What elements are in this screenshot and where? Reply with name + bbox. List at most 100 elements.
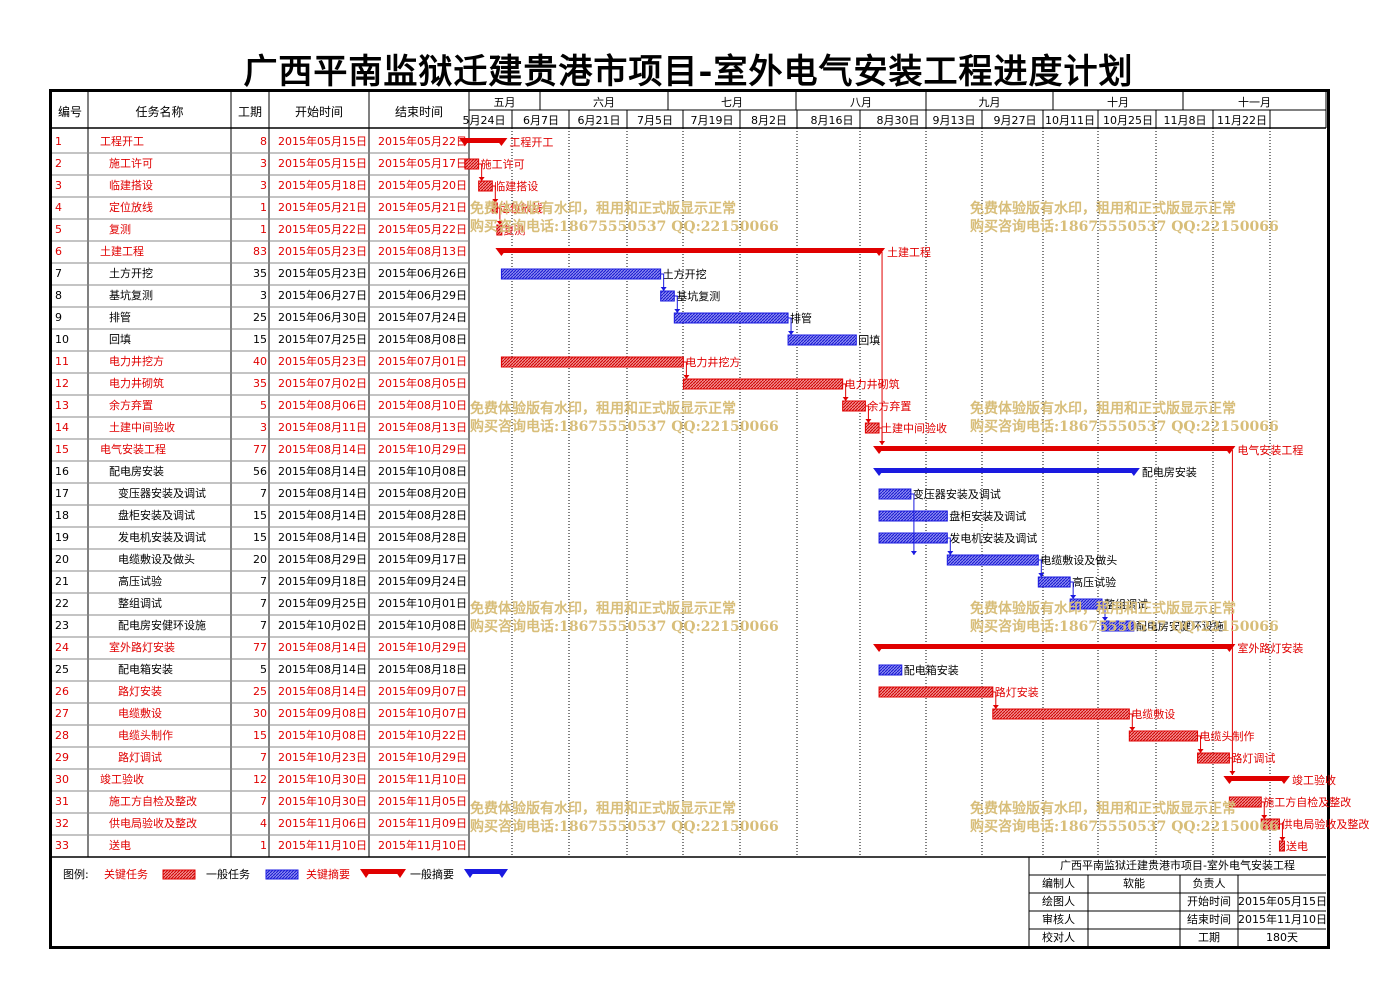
task-name: 施工方自检及整改 bbox=[109, 795, 197, 808]
arrow-head bbox=[992, 705, 999, 709]
critical-summary-bar-cap bbox=[495, 248, 508, 256]
task-duration: 3 bbox=[260, 179, 267, 192]
task-id: 10 bbox=[55, 333, 69, 346]
task-duration: 5 bbox=[260, 399, 267, 412]
week-label: 10月11日 bbox=[1045, 114, 1095, 127]
critical-summary-bar-cap bbox=[873, 644, 886, 652]
task-name: 电缆敷设及做头 bbox=[118, 553, 195, 566]
task-start: 2015年11月06日 bbox=[278, 817, 367, 830]
task-end: 2015年08月20日 bbox=[378, 487, 467, 500]
critical-summary-bar-cap bbox=[495, 138, 508, 146]
critical-summary-bar-cap bbox=[873, 446, 886, 454]
task-end: 2015年08月10日 bbox=[378, 399, 467, 412]
task-id: 11 bbox=[55, 355, 69, 368]
task-duration: 15 bbox=[253, 729, 267, 742]
bar-label: 定位放线 bbox=[499, 201, 543, 215]
task-duration: 77 bbox=[253, 641, 267, 654]
bar-label: 电缆头制作 bbox=[1200, 730, 1255, 743]
week-label: 9月27日 bbox=[993, 114, 1037, 127]
info-key: 校对人 bbox=[1042, 931, 1075, 944]
legend-label: 图例: bbox=[63, 868, 89, 881]
critical-summary-bar-cap bbox=[459, 138, 471, 146]
normal-summary-bar bbox=[879, 468, 1134, 473]
task-start: 2015年07月02日 bbox=[278, 377, 367, 390]
task-name: 供电局验收及整改 bbox=[109, 817, 197, 830]
task-duration: 8 bbox=[260, 135, 267, 148]
task-duration: 12 bbox=[253, 773, 267, 786]
task-name: 基坑复测 bbox=[109, 289, 153, 302]
task-end: 2015年09月24日 bbox=[378, 575, 467, 588]
task-start: 2015年07月25日 bbox=[278, 333, 367, 346]
critical-task-bar bbox=[1228, 796, 1262, 808]
task-id: 2 bbox=[55, 157, 62, 170]
task-duration: 7 bbox=[260, 619, 267, 632]
legend-critical-task-swatch bbox=[162, 869, 196, 880]
bar-label: 盘柜安装及调试 bbox=[949, 509, 1026, 523]
task-start: 2015年09月08日 bbox=[278, 707, 367, 720]
task-start: 2015年08月14日 bbox=[278, 465, 367, 478]
week-label: 9月13日 bbox=[932, 114, 976, 127]
info-project-name: 广西平南监狱迁建贵港市项目-室外电气安装工程 bbox=[1060, 859, 1295, 872]
week-label: 10月25日 bbox=[1103, 114, 1153, 127]
bar-label: 电力井挖方 bbox=[685, 355, 740, 369]
dependency-arrow bbox=[1102, 603, 1106, 621]
page-title: 广西平南监狱迁建贵港市项目-室外电气安装工程进度计划 bbox=[243, 52, 1134, 92]
task-duration: 25 bbox=[253, 685, 267, 698]
task-start: 2015年06月27日 bbox=[278, 289, 367, 302]
bar-label: 整组调试 bbox=[1104, 597, 1148, 611]
task-id: 33 bbox=[55, 839, 69, 852]
task-duration: 83 bbox=[253, 245, 267, 258]
task-start: 2015年08月14日 bbox=[278, 509, 367, 522]
task-end: 2015年05月17日 bbox=[378, 157, 467, 170]
task-end: 2015年08月13日 bbox=[378, 421, 467, 434]
legend-critical-summary-swatch bbox=[364, 869, 402, 874]
task-name: 室外路灯安装 bbox=[109, 641, 175, 654]
dependency-arrow bbox=[947, 537, 951, 555]
task-id: 17 bbox=[55, 487, 69, 500]
bar-label: 余方弃置 bbox=[867, 399, 911, 413]
task-id: 31 bbox=[55, 795, 69, 808]
critical-summary-bar bbox=[879, 644, 1230, 649]
task-name: 土建中间验收 bbox=[109, 421, 175, 434]
task-id: 25 bbox=[55, 663, 69, 676]
week-label: 11月22日 bbox=[1217, 114, 1267, 127]
task-duration: 3 bbox=[260, 421, 267, 434]
info-value: 2015年11月10日 bbox=[1238, 913, 1326, 926]
dependency-arrow bbox=[1038, 559, 1042, 577]
critical-task-bar bbox=[1128, 730, 1199, 742]
task-start: 2015年05月15日 bbox=[278, 135, 367, 148]
task-start: 2015年05月18日 bbox=[278, 179, 367, 192]
task-start: 2015年05月22日 bbox=[278, 223, 367, 236]
task-start: 2015年08月14日 bbox=[278, 531, 367, 544]
week-label: 8月30日 bbox=[876, 114, 920, 127]
normal-task-bar bbox=[878, 510, 948, 522]
dependency-arrow bbox=[992, 691, 997, 709]
task-start: 2015年08月14日 bbox=[278, 487, 367, 500]
week-label: 6月21日 bbox=[577, 114, 621, 127]
task-name: 路灯安装 bbox=[118, 685, 162, 698]
dependency-arrow bbox=[788, 317, 792, 335]
task-id: 7 bbox=[55, 267, 62, 280]
week-label: 7月5日 bbox=[637, 114, 673, 127]
bar-label: 路灯调试 bbox=[1231, 752, 1275, 765]
arrow-head bbox=[788, 331, 795, 335]
task-id: 5 bbox=[55, 223, 62, 236]
bar-label: 室外路灯安装 bbox=[1237, 641, 1303, 655]
task-duration: 1 bbox=[260, 223, 267, 236]
task-id: 12 bbox=[55, 377, 69, 390]
task-name: 余方弃置 bbox=[109, 399, 153, 412]
task-end: 2015年10月08日 bbox=[378, 619, 467, 632]
bar-label: 发电机安装及调试 bbox=[949, 531, 1037, 545]
bar-label: 施工方自检及整改 bbox=[1263, 795, 1351, 809]
task-id: 1 bbox=[55, 135, 62, 148]
dependency-arrow bbox=[496, 207, 501, 225]
bar-label: 工程开工 bbox=[509, 136, 553, 149]
critical-summary-bar-cap bbox=[873, 248, 886, 256]
task-end: 2015年06月26日 bbox=[378, 267, 467, 280]
task-end: 2015年07月01日 bbox=[378, 355, 467, 368]
task-end: 2015年05月22日 bbox=[378, 135, 467, 148]
task-start: 2015年08月11日 bbox=[278, 421, 367, 434]
task-duration: 30 bbox=[253, 707, 267, 720]
task-duration: 7 bbox=[260, 575, 267, 588]
legend-critical-task-label: 关键任务 bbox=[104, 868, 148, 881]
